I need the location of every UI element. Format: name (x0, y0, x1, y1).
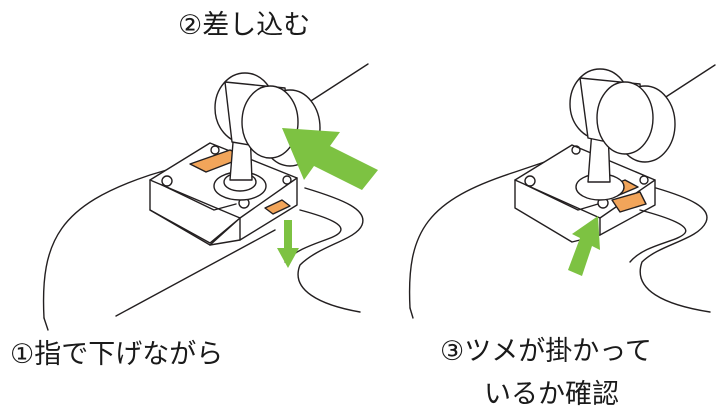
push-arrow-icon (282, 128, 378, 190)
right-furniture-outline (408, 149, 581, 309)
left-illustration (42, 63, 369, 331)
pull-down-arrow-icon (277, 220, 299, 268)
left-furniture-edge-inner (284, 209, 342, 263)
step3-caption-line2: いるか確認 (484, 379, 619, 410)
right-furniture-edge (639, 187, 711, 313)
left-furniture-edge (297, 187, 364, 313)
right-illustration (408, 64, 716, 319)
left-finger-line (115, 229, 276, 317)
right-caster-wheel (569, 68, 676, 163)
step1-caption: ①指で下げながら (10, 339, 224, 370)
step3-caption-line1: ③ツメが掛かって (440, 336, 652, 367)
check-up-arrow-icon (568, 216, 600, 276)
left-furniture-outline (42, 147, 241, 319)
right-furniture-leg (409, 307, 414, 319)
left-furniture-leg (43, 317, 49, 331)
step2-caption: ②差し込む (178, 10, 311, 41)
left-latch (189, 149, 291, 215)
right-furniture-edge-inner (629, 209, 687, 263)
